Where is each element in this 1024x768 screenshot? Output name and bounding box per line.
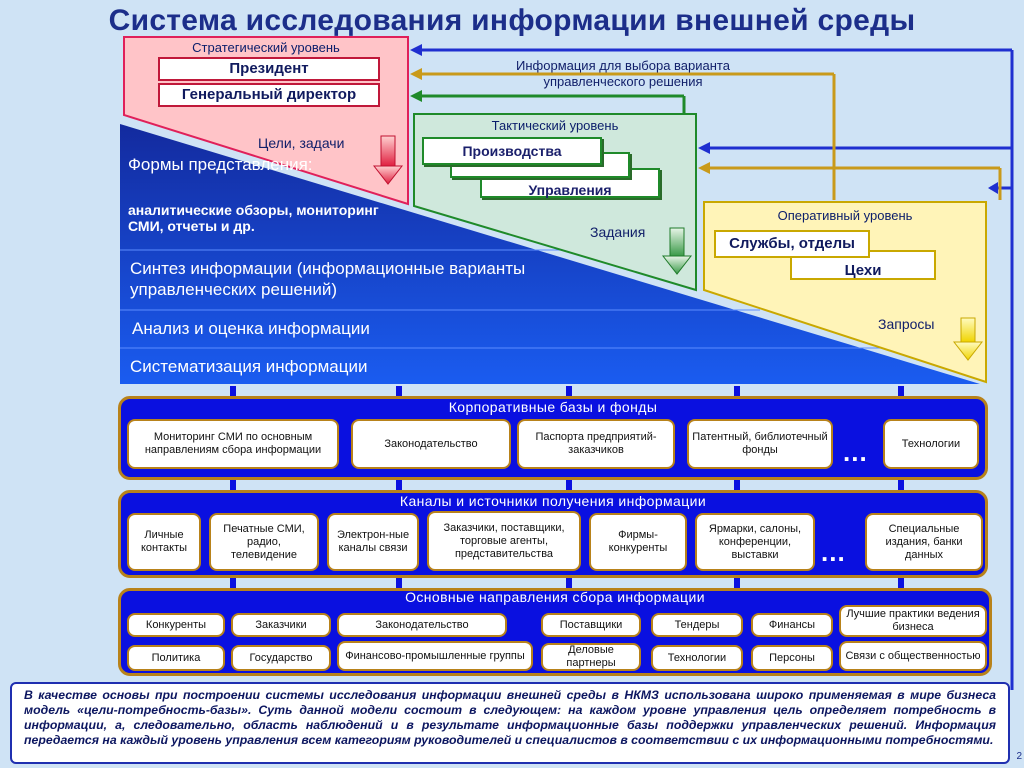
channel-item: Заказчики, поставщики, торговые агенты, … (427, 511, 581, 571)
direction-item: Тендеры (651, 613, 743, 637)
channel-item: Личные контакты (127, 513, 201, 571)
services-box: Службы, отделы (714, 230, 870, 258)
direction-item: Персоны (751, 645, 833, 671)
tasks-arrow-icon (661, 227, 693, 275)
goals-label: Цели, задачи (258, 135, 345, 151)
corporate-item: Законодательство (351, 419, 511, 469)
page-title: Система исследования информации внешней … (108, 4, 916, 37)
tactical-level-heading: Тактический уровень (491, 118, 619, 133)
pyramid-shape (120, 124, 980, 384)
directions-title: Основные направления сбора информации (405, 589, 705, 605)
channel-item: Специальные издания, банки данных (865, 513, 983, 571)
direction-item: Политика (127, 645, 225, 671)
channel-item: Электрон-ные каналы связи (327, 513, 419, 571)
corporate-bases-panel: Корпоративные базы и фонды Мониторинг СМ… (118, 396, 988, 480)
explanatory-note: В качестве основы при построении системы… (10, 682, 1010, 764)
page-number: 2 (1016, 751, 1022, 762)
channel-item: Печатные СМИ, радио, телевидение (209, 513, 319, 571)
channel-item: Ярмарки, салоны, конференции, выставки (695, 513, 815, 571)
channels-panel: Каналы и источники получения информации … (118, 490, 988, 578)
channels-title: Каналы и источники получения информации (399, 493, 707, 509)
direction-item: Конкуренты (127, 613, 225, 637)
systematization-band: Систематизация информации (130, 357, 368, 376)
operational-level-heading: Оперативный уровень (777, 208, 913, 223)
corporate-bases-title: Корпоративные базы и фонды (448, 399, 658, 415)
corporate-item: Паспорта предприятий-заказчиков (517, 419, 675, 469)
requests-label: Запросы (878, 316, 935, 332)
forms-title: Формы представления: (128, 155, 313, 174)
tasks-label: Задания (590, 224, 646, 240)
direction-item: Заказчики (231, 613, 331, 637)
president-box: Президент (158, 57, 380, 81)
general-director-box: Генеральный директор (158, 83, 380, 107)
directions-panel: Основные направления сбора информации Ко… (118, 588, 992, 676)
synthesis-band: Синтез информации (информационные вариан… (130, 259, 526, 299)
corporate-item: Мониторинг СМИ по основным направлениям … (127, 419, 339, 469)
forms-subtitle: аналитические обзоры, мониторинг СМИ, от… (128, 202, 379, 234)
direction-item: Связи с общественностью (839, 641, 987, 671)
production-box: Производства (422, 137, 602, 165)
direction-item: Финансово-промышленные группы (337, 641, 533, 671)
feedback-lines (410, 44, 1014, 690)
analysis-band: Анализ и оценка информации (132, 319, 370, 338)
channels-ellipsis: ... (821, 537, 846, 567)
corporate-ellipsis: ... (843, 437, 868, 467)
direction-item: Лучшие практики ведения бизнеса (839, 605, 987, 637)
direction-item: Деловые партнеры (541, 643, 641, 671)
requests-arrow-icon (952, 317, 984, 361)
direction-item: Поставщики (541, 613, 641, 637)
direction-item: Государство (231, 645, 331, 671)
corporate-item: Патентный, библиотечный фонды (687, 419, 833, 469)
direction-item: Финансы (751, 613, 833, 637)
goals-arrow-icon (372, 135, 404, 185)
channel-item: Фирмы-конкуренты (589, 513, 687, 571)
direction-item: Законодательство (337, 613, 507, 637)
info-for-choice-label: Информация для выбора варианта управленч… (516, 58, 730, 89)
strategic-level-heading: Стратегический уровень (192, 40, 340, 55)
corporate-item: Технологии (883, 419, 979, 469)
connectors (230, 386, 904, 588)
direction-item: Технологии (651, 645, 743, 671)
